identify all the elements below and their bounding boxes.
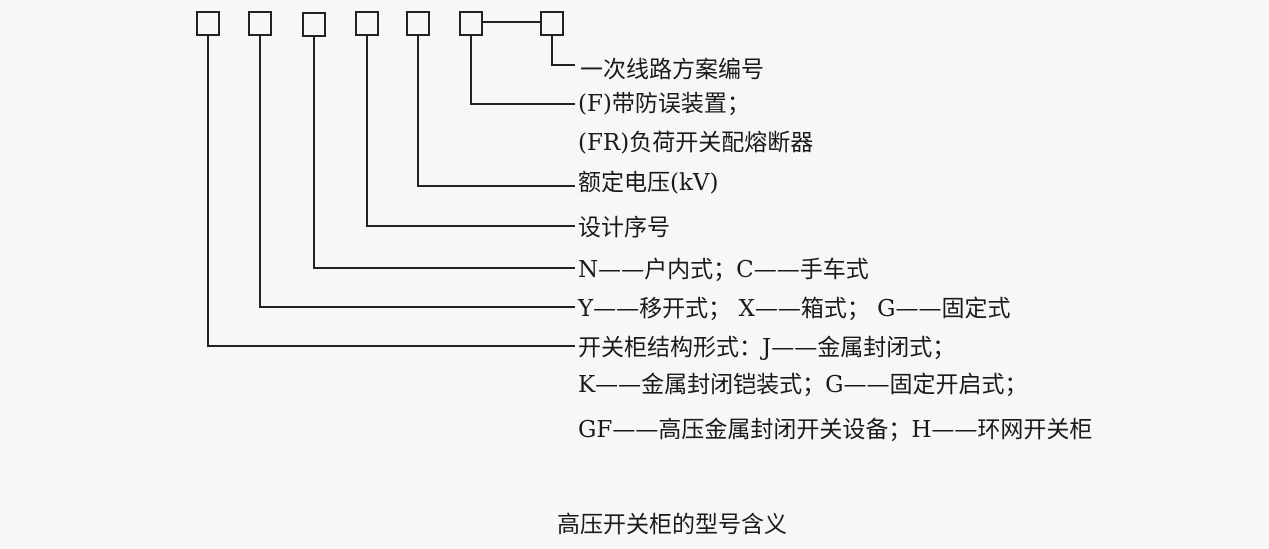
code-boxes <box>196 11 564 37</box>
leader-line-6 <box>470 35 575 105</box>
code-box-3 <box>302 12 326 37</box>
code-box-7 <box>540 11 564 36</box>
label-anti-misoperation: (F)带防误装置； <box>578 91 750 117</box>
figure-caption: 高压开关柜的型号含义 <box>557 512 787 538</box>
label-structure-type: 开关柜结构形式：J——金属封闭式； <box>578 335 956 361</box>
label-design-serial: 设计序号 <box>578 215 670 241</box>
leader-line-3 <box>313 36 575 269</box>
label-rated-voltage: 额定电压(kV) <box>578 170 719 196</box>
leader-line-2 <box>259 35 575 308</box>
leader-line-5 <box>417 35 575 187</box>
label-scheme-number: 一次线路方案编号 <box>580 57 764 83</box>
code-box-4 <box>355 11 379 36</box>
leader-lines <box>207 35 575 347</box>
label-installation-type: N——户内式；C——手车式 <box>578 257 869 283</box>
label-load-switch-fuse: (FR)负荷开关配熔断器 <box>578 130 814 156</box>
code-box-5 <box>406 11 430 36</box>
label-structure-type-cont: K——金属封闭铠装式；G——固定开启式； <box>578 372 1028 398</box>
code-box-1 <box>196 11 220 36</box>
leader-line-1 <box>207 35 575 347</box>
leader-line-4 <box>366 35 575 227</box>
leader-line-7 <box>551 35 575 66</box>
code-box-2 <box>248 11 272 36</box>
label-structure-type-cont-2: GF——高压金属封闭开关设备；H——环网开关柜 <box>578 417 1093 443</box>
code-box-6 <box>459 11 483 36</box>
label-mounting-type: Y——移开式； X——箱式； G——固定式 <box>578 296 1011 322</box>
